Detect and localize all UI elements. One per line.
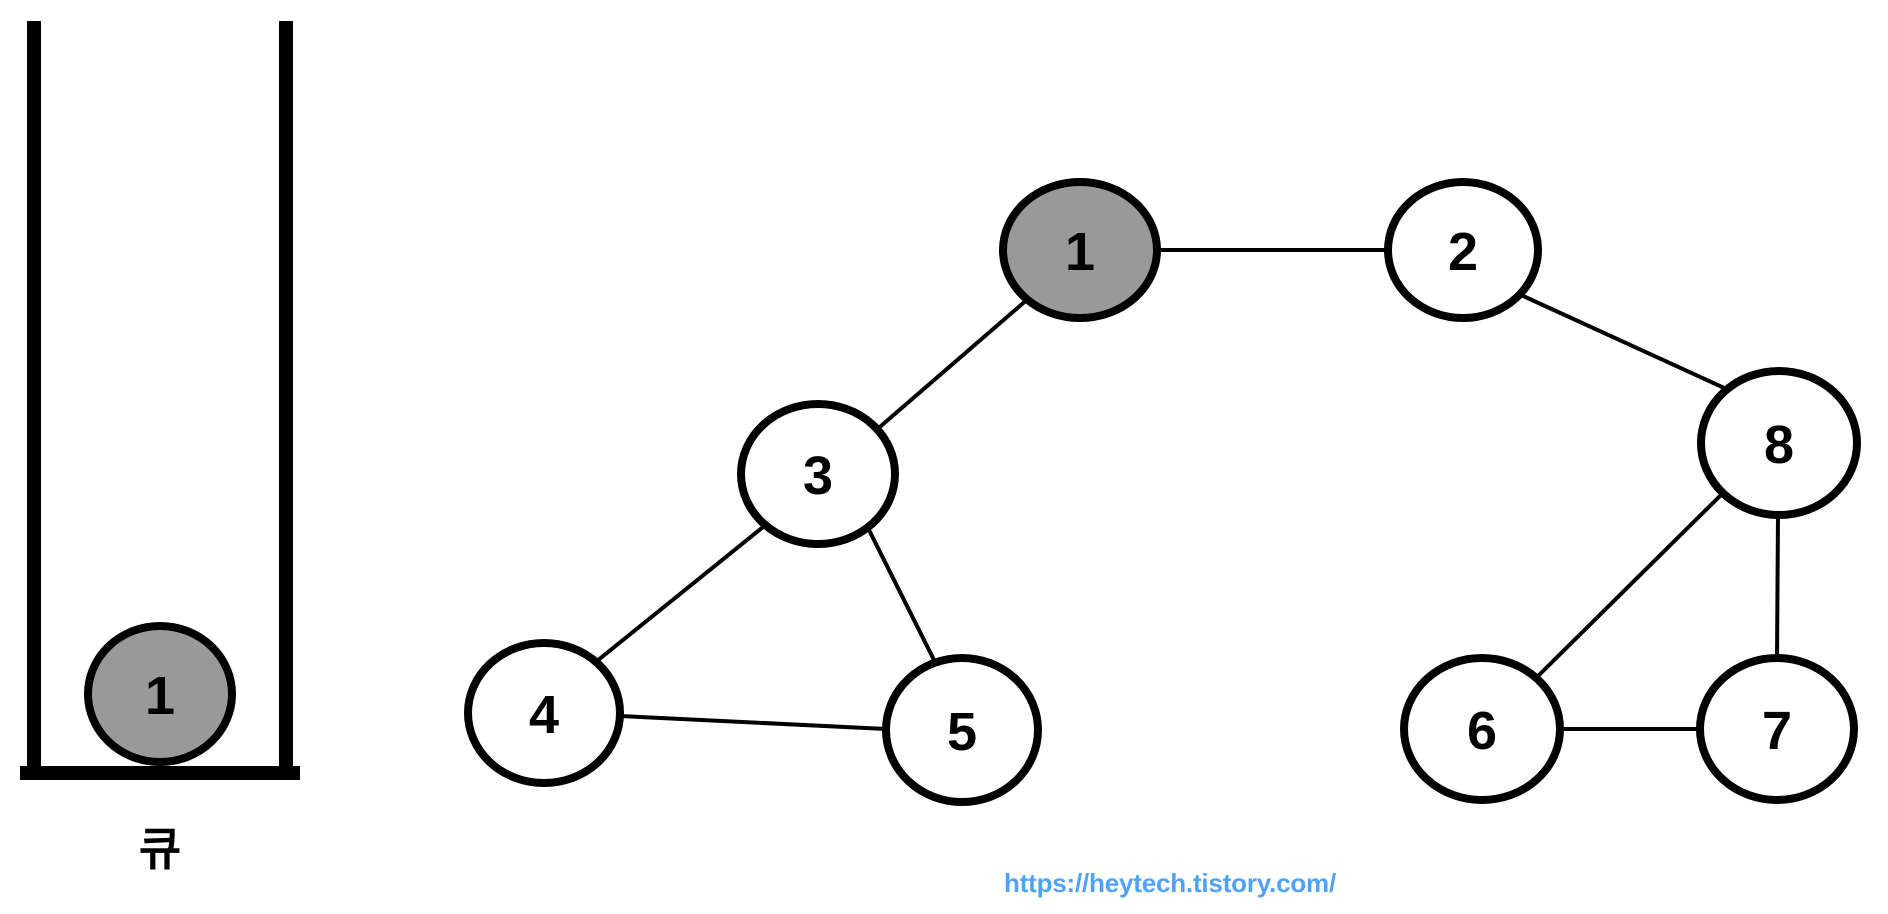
watermark-url[interactable]: https://heytech.tistory.com/ <box>1004 868 1336 898</box>
graph-node-7[interactable]: 7 <box>1696 654 1858 804</box>
queue-item-shape[interactable] <box>84 622 236 766</box>
edge-1-3 <box>872 296 1031 434</box>
queue-caption: 큐 <box>139 823 181 875</box>
node-5-label: 5 <box>947 702 977 762</box>
edge-8-7 <box>1775 514 1780 659</box>
graph-node-8[interactable]: 8 <box>1697 367 1861 519</box>
node-8-shape[interactable] <box>1697 367 1861 519</box>
node-5-shape[interactable] <box>882 654 1042 806</box>
graph-node-6[interactable]: 6 <box>1400 654 1564 804</box>
node-2-label: 2 <box>1448 222 1478 282</box>
node-1-label: 1 <box>1065 222 1095 282</box>
queue-wall-bottom <box>20 766 300 780</box>
node-7-label: 7 <box>1762 701 1792 761</box>
edge-4-5 <box>619 714 887 731</box>
edge-3-4 <box>590 521 770 667</box>
node-2-shape[interactable] <box>1384 178 1542 322</box>
node-6-shape[interactable] <box>1400 654 1564 804</box>
graph-node-4[interactable]: 4 <box>464 639 624 787</box>
node-4-shape[interactable] <box>464 639 624 787</box>
node-7-shape[interactable] <box>1696 654 1858 804</box>
node-1-shape[interactable] <box>999 178 1161 322</box>
graph-node-2[interactable]: 2 <box>1384 178 1542 322</box>
graph-node-1[interactable]: 1 <box>999 178 1161 322</box>
queue-item[interactable]: 1 <box>84 622 236 766</box>
node-4-label: 4 <box>529 685 559 745</box>
node-6-label: 6 <box>1467 701 1497 761</box>
queue-wall-right <box>279 21 293 780</box>
graph-node-3[interactable]: 3 <box>737 400 899 548</box>
edge-3-5 <box>864 523 936 661</box>
node-8-label: 8 <box>1764 415 1794 475</box>
graph-node-5[interactable]: 5 <box>882 654 1042 806</box>
edge-2-8 <box>1520 293 1734 394</box>
queue-items: 1 <box>84 622 236 766</box>
queue-container <box>20 21 300 780</box>
edge-8-6 <box>1532 490 1726 682</box>
graph-nodes: 1 2 3 4 5 6 <box>464 178 1861 806</box>
graph-edges <box>590 248 1780 731</box>
queue-item-label: 1 <box>145 666 175 726</box>
node-3-shape[interactable] <box>737 400 899 548</box>
queue-wall-left <box>27 21 41 780</box>
node-3-label: 3 <box>803 446 833 506</box>
